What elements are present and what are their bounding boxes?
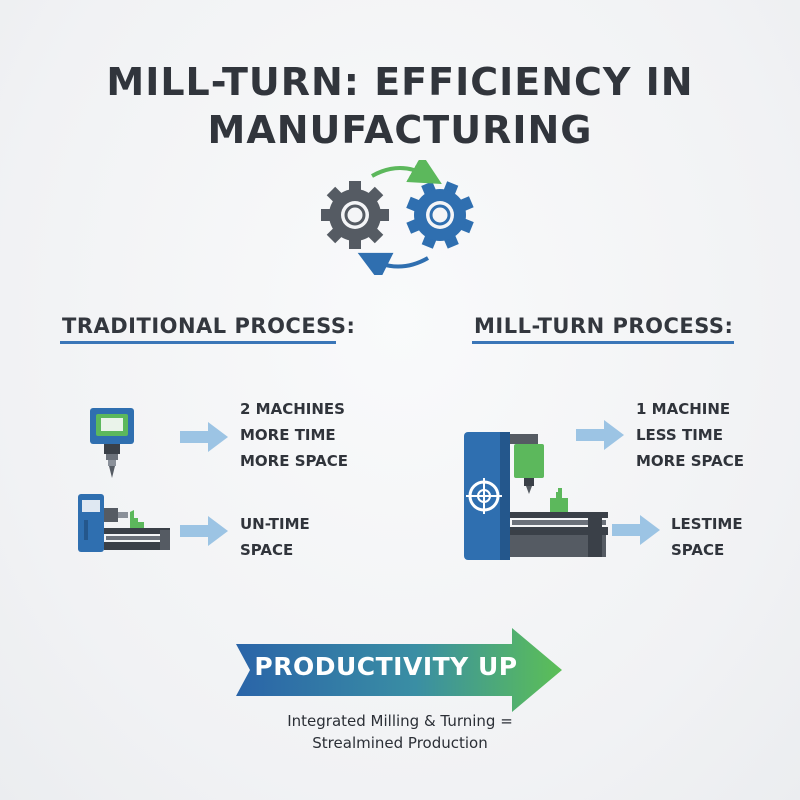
gray-gear-icon [321, 181, 389, 249]
traditional-divider [60, 341, 336, 344]
traditional-group-1: 2 MACHINES MORE TIME MORE SPACE [240, 396, 348, 474]
millturn-group-2: LESTIME SPACE [671, 511, 743, 563]
traditional-group-2: UN-TIME SPACE [240, 511, 310, 563]
label-line: SPACE [671, 541, 725, 559]
caption-line-1: Integrated Milling & Turning = [287, 712, 513, 730]
blue-gear-icon [406, 181, 474, 249]
right-arrow-icon [180, 516, 228, 546]
label-line: LESTIME [671, 515, 743, 533]
right-arrow-icon [576, 420, 624, 450]
millturn-heading: MILL-TURN PROCESS: [474, 314, 734, 338]
right-arrow-icon [180, 422, 228, 452]
page-title: MILL-TURN: EFFICIENCY IN MANUFACTURING [0, 58, 800, 154]
millturn-group-1: 1 MACHINE LESS TIME MORE SPACE [636, 396, 744, 474]
label-line: 2 MACHINES [240, 400, 345, 418]
milling-machine-icon [90, 408, 134, 478]
label-line: 1 MACHINE [636, 400, 731, 418]
caption-line-2: Strealmined Production [312, 734, 488, 752]
productivity-arrow-banner [236, 628, 562, 712]
right-arrow-icon [612, 515, 660, 545]
caption: Integrated Milling & Turning = Strealmin… [250, 710, 550, 754]
gears-cycle-icon [321, 160, 474, 275]
lathe-machine-icon [78, 494, 170, 552]
mill-turn-machine-icon [464, 432, 608, 560]
productivity-label: PRODUCTIVITY UP [254, 652, 518, 681]
label-line: LESS TIME [636, 426, 723, 444]
millturn-divider [472, 341, 734, 344]
label-line: SPACE [240, 541, 294, 559]
label-line: MORE SPACE [240, 452, 348, 470]
label-line: UN-TIME [240, 515, 310, 533]
label-line: MORE TIME [240, 426, 336, 444]
title-line-1: MILL-TURN: EFFICIENCY IN [106, 60, 694, 104]
traditional-heading: TRADITIONAL PROCESS: [62, 314, 356, 338]
label-line: MORE SPACE [636, 452, 744, 470]
title-line-2: MANUFACTURING [207, 108, 593, 152]
